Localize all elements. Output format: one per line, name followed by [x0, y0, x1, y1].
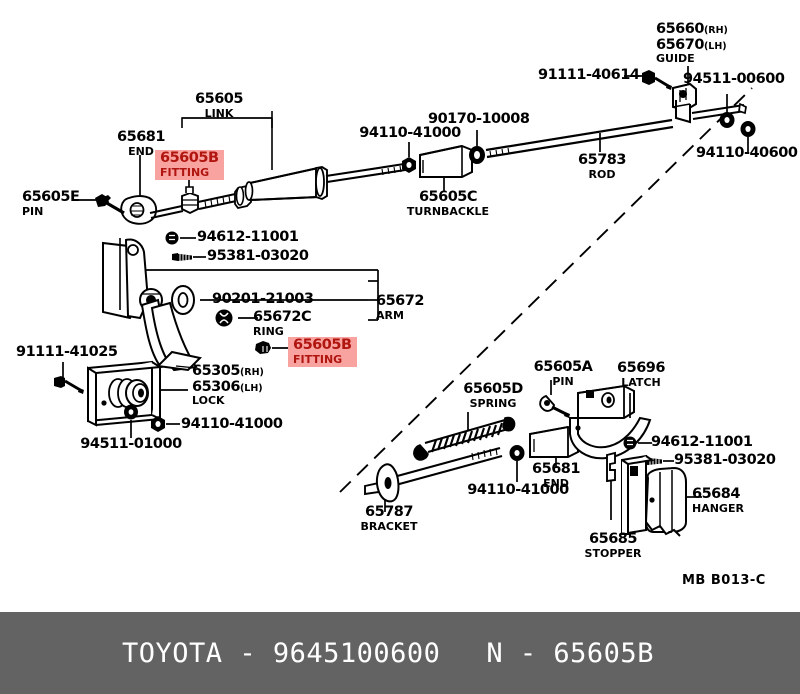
- callout-number: 95381-03020: [207, 248, 309, 264]
- callout-name: GUIDE: [656, 52, 695, 65]
- callout-65684-hanger: 65684 HANGER: [692, 487, 744, 514]
- callout-name: BRACKET: [360, 519, 418, 533]
- callout-65605-link: 65605 LINK: [188, 92, 250, 119]
- brand-part-number: TOYOTA - 9645100600: [122, 637, 441, 669]
- callout-65605b-fitting-middle: 65605B FITTING: [288, 337, 357, 367]
- callout-number-rh: 65305(RH): [192, 363, 264, 379]
- callout-number: 65672C: [253, 309, 312, 325]
- callout-65605c-turnbuckle: 65605C TURNBACKLE: [404, 190, 492, 217]
- callout-name: RING: [253, 324, 284, 338]
- callout-number: 65605B: [293, 337, 352, 353]
- callout-number: 65685: [589, 531, 637, 547]
- callout-94110-41000-lock: 94110-41000: [181, 416, 283, 432]
- callout-90201-21003: 90201-21003: [212, 291, 314, 307]
- callout-95381-03020-lower: 95381-03020: [674, 452, 776, 468]
- callout-name: LOCK: [192, 394, 225, 407]
- callout-number: 94110-41000: [359, 125, 461, 141]
- callout-number: 65605C: [418, 189, 478, 205]
- callout-number: 95381-03020: [674, 452, 776, 468]
- callout-65605b-fitting-upper: 65605B FITTING: [155, 150, 224, 180]
- callout-name: PIN: [22, 204, 44, 218]
- callout-number: 65605B: [160, 150, 219, 166]
- callout-name: TURNBACKLE: [406, 204, 490, 218]
- diagram-artwork: [54, 66, 756, 537]
- callout-65605a-pin: 65605A PIN: [525, 360, 601, 387]
- callout-number: 94110-40600: [696, 145, 798, 161]
- callout-94110-41000-lower: 94110-41000: [465, 483, 571, 498]
- callout-name: ARM: [376, 308, 404, 322]
- callout-65787-bracket: 65787 BRACKET: [350, 505, 428, 532]
- callout-65605e-pin: 65605E PIN: [22, 189, 80, 218]
- callout-number: 65681: [117, 129, 165, 145]
- callout-name: ROD: [588, 167, 616, 181]
- callout-number: 65605A: [533, 359, 593, 375]
- callout-65783-rod: 65783 ROD: [570, 153, 634, 180]
- callout-number: 90201-21003: [212, 291, 314, 307]
- callout-number: 90170-10008: [428, 111, 530, 127]
- callout-94511-00600: 94511-00600: [683, 71, 785, 87]
- callout-number: 65696: [617, 360, 665, 376]
- callout-name: FITTING: [293, 352, 343, 366]
- sheet-code: MB B013-C: [682, 573, 766, 588]
- callout-number: 91111-40614: [538, 67, 640, 83]
- callout-number: 94110-41000: [467, 482, 569, 498]
- callout-name: SPRING: [469, 396, 517, 410]
- callout-name: LATCH: [621, 375, 661, 389]
- footer-bar: TOYOTA - 9645100600 N - 65605B: [0, 612, 800, 694]
- callout-number: 65681: [532, 461, 580, 477]
- callout-65660-65670-guide: 65660(RH) 65670(LH) GUIDE: [656, 22, 728, 64]
- callout-number: 94612-11001: [197, 229, 299, 245]
- callout-name: LINK: [204, 106, 234, 120]
- callout-number: 94511-01000: [80, 436, 182, 452]
- callout-65672c-ring: 65672C RING: [253, 309, 312, 338]
- callout-65672-arm: 65672 ARM: [376, 294, 424, 321]
- callout-94612-11001-lower: 94612-11001: [651, 434, 753, 450]
- callout-91111-41025: 91111-41025: [16, 344, 118, 360]
- callout-number: 94511-00600: [683, 71, 785, 87]
- callout-90170-10008: 90170-10008: [428, 111, 530, 127]
- callout-94612-11001-upper: 94612-11001: [197, 229, 299, 245]
- callout-number: 94612-11001: [651, 434, 753, 450]
- callout-65696-latch: 65696 LATCH: [607, 361, 675, 388]
- diagram-reference: N - 65605B: [486, 637, 654, 669]
- callout-95381-03020-upper: 95381-03020: [207, 248, 309, 264]
- callout-65305-65306-lock: 65305(RH) 65306(LH) LOCK: [192, 364, 264, 406]
- callout-65681-end-lower: 65681 END: [528, 462, 584, 489]
- callout-number: 65787: [365, 504, 413, 520]
- callout-name: FITTING: [160, 165, 210, 179]
- callout-number: 94110-41000: [181, 416, 283, 432]
- callout-91111-40614: 91111-40614: [538, 67, 640, 83]
- callout-number-lh: 65306(LH): [192, 378, 263, 395]
- callout-94110-40600: 94110-40600: [696, 145, 798, 161]
- callout-65685-stopper: 65685 STOPPER: [575, 532, 651, 559]
- callout-number-rh: 65660(RH): [656, 21, 728, 37]
- callout-name: PIN: [552, 374, 574, 388]
- callout-number: 65605E: [22, 189, 80, 205]
- callout-number-lh: 65670(LH): [656, 36, 727, 53]
- callout-name: STOPPER: [584, 546, 642, 560]
- footer-content: TOYOTA - 9645100600 N - 65605B: [122, 638, 654, 669]
- callout-number: 65605D: [463, 381, 523, 397]
- diagram-canvas: 65605 LINK 65681 END 65605B FITTING 6560…: [16, 21, 798, 588]
- callout-number: 65684: [692, 486, 740, 502]
- callout-number: 91111-41025: [16, 344, 118, 360]
- callout-94110-41000-turnbuckle: 94110-41000: [358, 126, 462, 141]
- callout-65605d-spring: 65605D SPRING: [455, 382, 531, 409]
- callout-number: 65605: [195, 91, 243, 107]
- callout-65681-end-upper: 65681 END: [113, 130, 169, 157]
- callout-number: 65672: [376, 293, 424, 309]
- callout-94511-01000: 94511-01000: [76, 437, 186, 452]
- callout-name: HANGER: [692, 501, 744, 515]
- callout-name: END: [543, 476, 569, 490]
- callout-name: END: [128, 144, 154, 158]
- callout-number: 65783: [578, 152, 626, 168]
